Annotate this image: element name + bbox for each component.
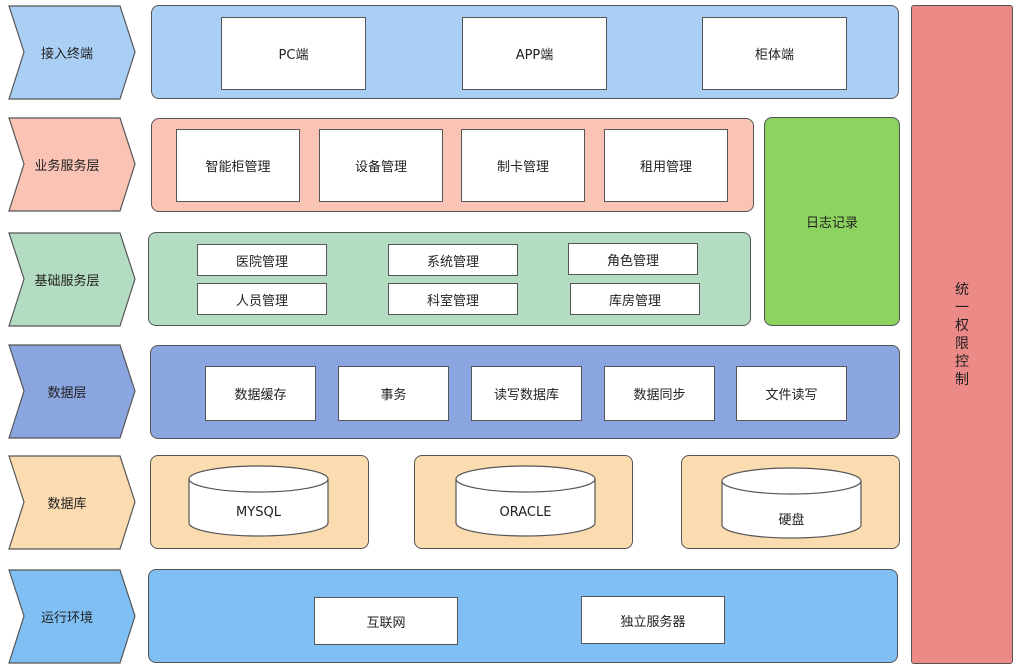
- runtime-item: 独立服务器: [581, 596, 725, 644]
- chevron-shape: [8, 569, 136, 664]
- chevron-shape: [8, 344, 136, 439]
- layer-label-access: 接入终端: [8, 5, 136, 100]
- basic-item: 系统管理: [388, 244, 518, 276]
- permission-char: 权: [955, 318, 969, 334]
- database-label: ORACLE: [499, 505, 552, 520]
- database-icon: [188, 465, 329, 537]
- permission-char: 统: [955, 282, 969, 298]
- layer-label-text: 基础服务层: [34, 274, 100, 289]
- basic-item: 角色管理: [568, 243, 698, 275]
- layer-label-basic: 基础服务层: [8, 232, 136, 327]
- layer-label-text: 接入终端: [40, 47, 93, 62]
- data-item: 事务: [338, 366, 449, 421]
- chevron-shape: [8, 117, 136, 212]
- permission-char: 限: [955, 336, 969, 352]
- database-icon: [721, 467, 862, 539]
- basic-item: 库房管理: [570, 283, 700, 315]
- basic-item: 人员管理: [197, 283, 327, 315]
- log-record-label: 日志记录: [805, 216, 858, 231]
- permission-char: 一: [955, 300, 969, 316]
- permission-control-label: 统 一 权 限 控 制: [912, 276, 1012, 394]
- access-item: 柜体端: [702, 17, 847, 90]
- layer-label-database: 数据库: [8, 455, 136, 550]
- layer-label-text: 数据库: [47, 497, 87, 512]
- data-item: 数据缓存: [205, 366, 316, 421]
- database-icon: [455, 465, 596, 537]
- data-item: 读写数据库: [471, 366, 582, 421]
- business-item: 租用管理: [604, 129, 728, 202]
- basic-item: 医院管理: [197, 244, 327, 276]
- database-cylinder-disk: 硬盘: [721, 467, 862, 539]
- runtime-item: 互联网: [314, 597, 458, 645]
- access-item: PC端: [221, 17, 366, 90]
- business-item: 设备管理: [319, 129, 443, 202]
- business-item: 智能柜管理: [176, 129, 300, 202]
- business-item: 制卡管理: [461, 129, 585, 202]
- permission-char: 制: [955, 372, 969, 388]
- chevron-shape: [8, 232, 136, 327]
- data-item: 数据同步: [604, 366, 715, 421]
- permission-control-panel: 统 一 权 限 控 制: [911, 5, 1013, 664]
- layer-label-text: 业务服务层: [34, 159, 100, 174]
- database-cylinder-mysql: MYSQL: [188, 465, 329, 537]
- log-record-panel: 日志记录: [764, 117, 900, 326]
- runtime-layer-panel: [148, 569, 898, 663]
- layer-label-text: 运行环境: [40, 611, 93, 626]
- chevron-shape: [8, 455, 136, 550]
- database-label: 硬盘: [778, 513, 805, 528]
- layer-label-data: 数据层: [8, 344, 136, 439]
- data-item: 文件读写: [736, 366, 847, 421]
- database-label: MYSQL: [236, 505, 281, 520]
- access-item: APP端: [462, 17, 607, 90]
- database-cylinder-oracle: ORACLE: [455, 465, 596, 537]
- chevron-shape: [8, 5, 136, 100]
- layer-label-text: 数据层: [47, 386, 87, 401]
- permission-char: 控: [955, 354, 969, 370]
- layer-label-runtime: 运行环境: [8, 569, 136, 664]
- basic-item: 科室管理: [388, 283, 518, 315]
- layer-label-business: 业务服务层: [8, 117, 136, 212]
